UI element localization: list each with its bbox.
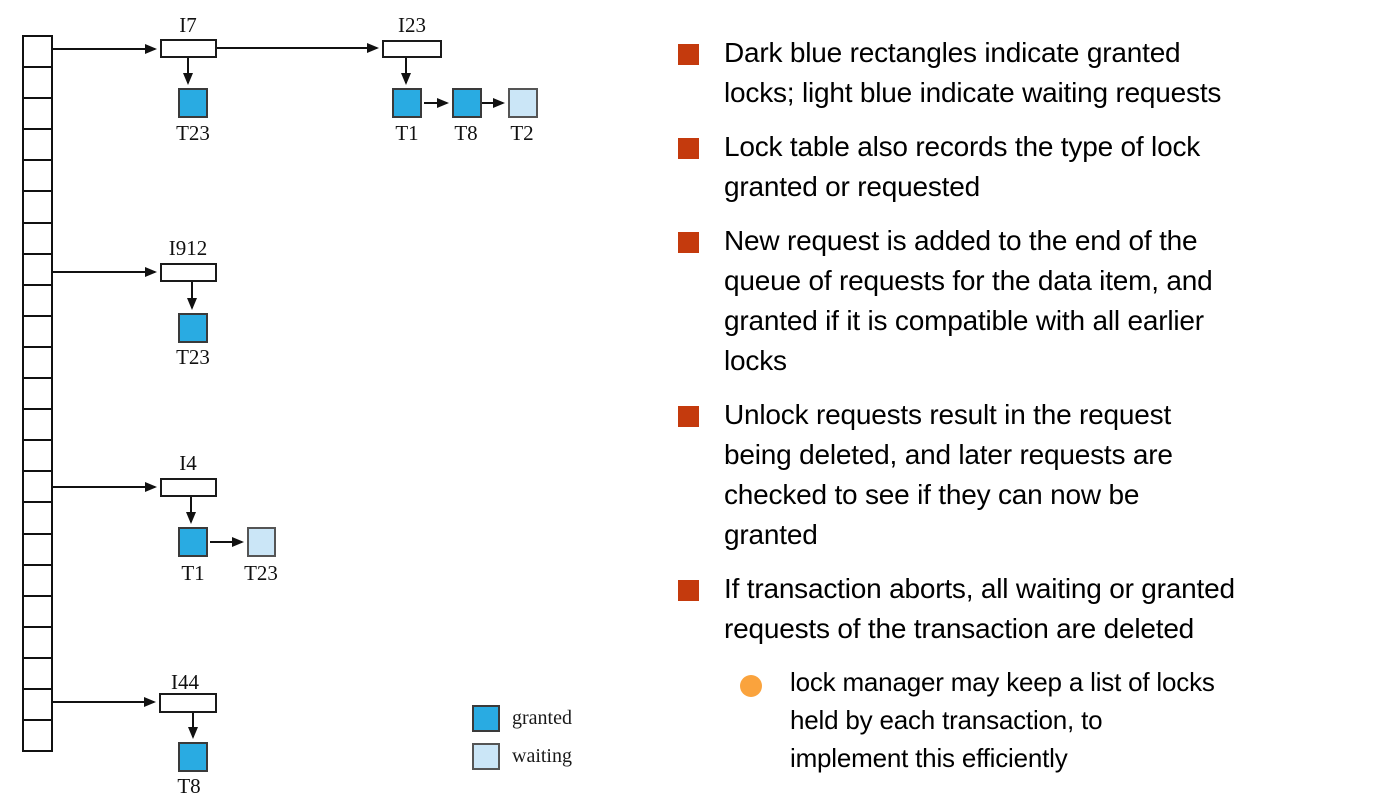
bullet-item: Unlock requests result in the request be… xyxy=(678,395,1378,555)
bullet-item: If transaction aborts, all waiting or gr… xyxy=(678,569,1378,649)
bullet-item: New request is added to the end of the q… xyxy=(678,221,1378,381)
data-item-node xyxy=(382,40,442,58)
bullet-item: Lock table also records the type of lock… xyxy=(678,127,1378,207)
hash-bucket-cell xyxy=(24,255,51,286)
hash-bucket-cell xyxy=(24,68,51,100)
lock-hash-table xyxy=(22,35,53,752)
lock-request-square xyxy=(178,527,208,557)
granted-swatch xyxy=(472,705,500,732)
sub-bullet-item: lock manager may keep a list of locks he… xyxy=(678,663,1378,777)
hash-bucket-cell xyxy=(24,566,51,597)
data-item-node xyxy=(160,263,217,282)
bullet-square-icon xyxy=(678,44,699,65)
pointer-arrows xyxy=(38,43,505,739)
data-item-label: I4 xyxy=(179,451,197,475)
transaction-label: T1 xyxy=(181,561,205,585)
legend-label-waiting: waiting xyxy=(512,745,572,767)
hash-bucket-cell xyxy=(24,286,51,317)
data-item-node xyxy=(160,478,217,497)
data-item-label: I23 xyxy=(398,13,426,37)
bullet-square-icon xyxy=(678,406,699,427)
hash-bucket-cell xyxy=(24,535,51,566)
hash-bucket-cell xyxy=(24,192,51,224)
hash-bucket-cell xyxy=(24,597,51,628)
hash-bucket-cell xyxy=(24,317,51,348)
lock-request-square xyxy=(508,88,538,118)
hash-bucket-cell xyxy=(24,379,51,411)
data-item-label: I44 xyxy=(171,670,199,694)
lock-request-square xyxy=(178,88,208,118)
bullet-list: Dark blue rectangles indicate granted lo… xyxy=(678,33,1378,791)
legend-label-granted: granted xyxy=(512,707,572,729)
lock-request-square xyxy=(178,742,208,772)
data-item-label: I7 xyxy=(179,13,197,37)
transaction-label: T8 xyxy=(177,774,201,798)
waiting-swatch xyxy=(472,743,500,770)
hash-bucket-cell xyxy=(24,472,51,504)
bullet-text: If transaction aborts, all waiting or gr… xyxy=(724,573,1235,644)
bullet-square-icon xyxy=(678,580,699,601)
hash-bucket-cell xyxy=(24,503,51,535)
hash-bucket-cell xyxy=(24,130,51,162)
bullet-text: lock manager may keep a list of locks he… xyxy=(790,667,1215,773)
hash-bucket-cell xyxy=(24,99,51,131)
transaction-label: T1 xyxy=(395,121,419,145)
transaction-label: T23 xyxy=(244,561,278,585)
hash-bucket-cell xyxy=(24,224,51,255)
hash-bucket-cell xyxy=(24,441,51,473)
bullet-text: Unlock requests result in the request be… xyxy=(724,399,1173,550)
lock-request-square xyxy=(247,527,276,557)
data-item-label: I912 xyxy=(168,236,208,260)
hash-bucket-cell xyxy=(24,659,51,690)
lock-table-diagram: I7 T23 I23 T1 T8 T2 I912 T23 I4 T1 T23 I… xyxy=(0,0,660,800)
hash-bucket-cell xyxy=(24,37,51,69)
hash-bucket-cell xyxy=(24,690,51,722)
hash-bucket-cell xyxy=(24,348,51,380)
bullet-item: Dark blue rectangles indicate granted lo… xyxy=(678,33,1378,113)
hash-bucket-cell xyxy=(24,721,51,750)
bullet-text: New request is added to the end of the q… xyxy=(724,225,1213,376)
lock-request-square xyxy=(452,88,482,118)
bullet-square-icon xyxy=(678,138,699,159)
bullet-text: Lock table also records the type of lock… xyxy=(724,131,1201,202)
data-item-node xyxy=(160,39,217,58)
transaction-label: T8 xyxy=(454,121,478,145)
bullet-text: Dark blue rectangles indicate granted lo… xyxy=(724,37,1222,108)
sub-bullet-circle-icon xyxy=(740,675,762,697)
transaction-label: T23 xyxy=(176,121,210,145)
hash-bucket-cell xyxy=(24,161,51,193)
transaction-label: T23 xyxy=(176,345,210,369)
hash-bucket-cell xyxy=(24,410,51,442)
bullet-square-icon xyxy=(678,232,699,253)
hash-bucket-cell xyxy=(24,628,51,659)
transaction-label: T2 xyxy=(510,121,534,145)
lock-request-square xyxy=(392,88,422,118)
lock-request-square xyxy=(178,313,208,343)
data-item-node xyxy=(159,693,217,713)
